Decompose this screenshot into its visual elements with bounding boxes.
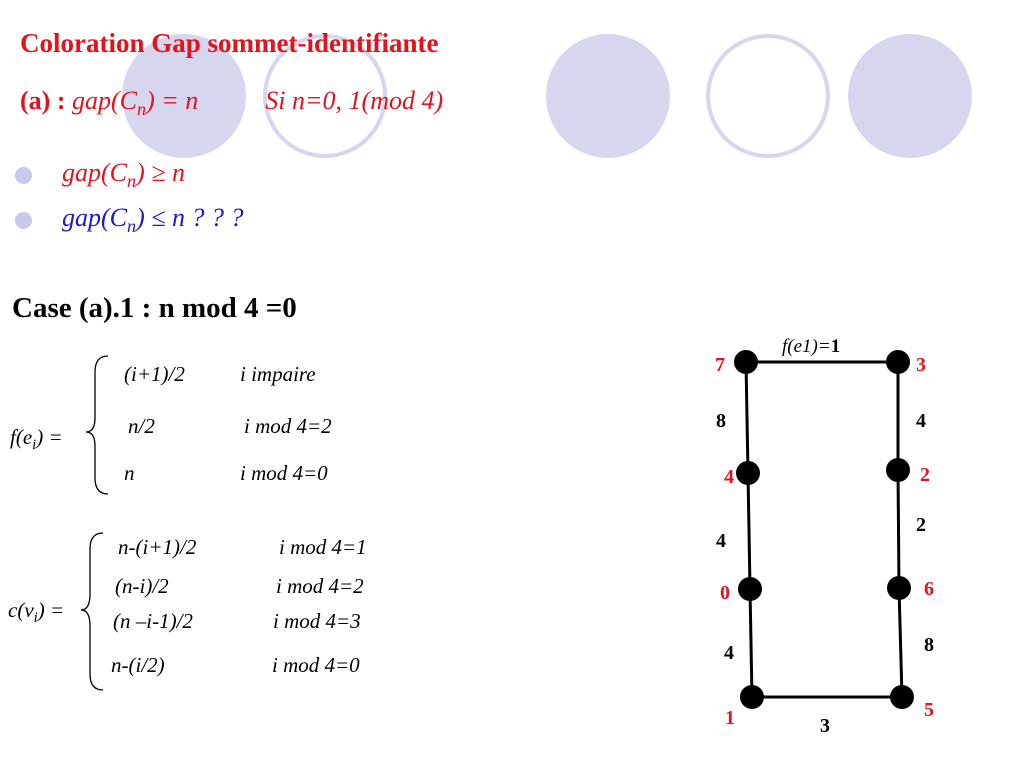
decor-circle-3 (848, 34, 972, 158)
bullet-upper-bound: gap(Cn) ≤ n ? ? ? (62, 203, 244, 237)
edge-label-left-1: 8 (716, 410, 726, 432)
edge-annotation: f(e1)=1 (782, 336, 840, 357)
f-def-lhs-sub: i (32, 437, 37, 454)
bullet-lower-bound: gap(Cn) ≥ n (62, 158, 185, 192)
bullet-marker-1 (15, 167, 32, 184)
vertex-bottom-left (740, 685, 764, 709)
decor-ring-2 (706, 34, 830, 158)
c-def-cond-2: i mod 4=2 (276, 574, 364, 598)
c-def-cond-3: i mod 4=3 (273, 609, 361, 633)
vertex-top-left (734, 350, 758, 374)
f-def-expr-2: n/2 (128, 414, 155, 438)
f-def-lhs-post: ) = (36, 425, 63, 449)
decor-ring-1 (263, 34, 387, 158)
vertex-right-lower (887, 576, 911, 600)
f-def-lhs-pre: f(e (10, 425, 33, 449)
decor-circle-1 (122, 34, 246, 158)
vertex-top-right (886, 350, 910, 374)
bullet-2-pre: gap(C (62, 203, 127, 232)
vertex-left-lower (738, 577, 762, 601)
f-def-expr-3: n (124, 461, 135, 485)
bullet-2-post: ) ≤ n ? ? ? (136, 203, 244, 232)
edge-right-3 (897, 587, 904, 698)
c-def-cond-1: i mod 4=1 (279, 535, 367, 559)
vertex-label-top-left: 7 (715, 354, 725, 376)
edge-label-right-3: 8 (924, 634, 934, 656)
edge-label-left-2: 4 (716, 530, 726, 552)
edge-annotation-value: 1 (831, 336, 841, 357)
vertex-label-bottom-right: 5 (924, 699, 934, 721)
subtitle-label: (a) : (20, 86, 66, 115)
c-def-expr-3: (n –i-1)/2 (113, 609, 193, 633)
bullet-2-sub: n (127, 216, 137, 237)
edge-left-2 (746, 472, 752, 590)
slide-subtitle: (a) : gap(Cn) = n Si n=0, 1(mod 4) (20, 86, 443, 120)
bullet-1-pre: gap(C (62, 158, 127, 187)
vertex-label-right-upper: 2 (920, 464, 930, 486)
slide-title: Coloration Gap sommet-identifiante (20, 28, 439, 58)
edge-label-right-2: 2 (916, 514, 926, 536)
f-def-lhs: f(ei) = (10, 425, 63, 454)
c-def-lhs-pre: c(v (8, 598, 34, 622)
c-def-lhs-sub: i (33, 610, 38, 627)
f-def-cond-2: i mod 4=2 (244, 414, 332, 438)
c-def-cond-4: i mod 4=0 (272, 653, 360, 677)
vertex-right-upper (886, 458, 910, 482)
edge-label-left-3: 4 (724, 642, 734, 664)
vertex-bottom-right (890, 685, 914, 709)
edge-label-right-1: 4 (916, 410, 926, 432)
f-def-cond-3: i mod 4=0 (240, 461, 328, 485)
vertex-label-top-right: 3 (916, 354, 926, 376)
edge-label-bottom: 3 (820, 715, 830, 737)
vertex-label-bottom-left: 1 (725, 707, 735, 729)
c-def-lhs-post: ) = (37, 598, 65, 622)
f-def-cond-1: i impaire (240, 362, 316, 386)
subtitle-condition: Si n=0, 1(mod 4) (265, 86, 444, 115)
c-def-expr-1: n-(i+1)/2 (118, 535, 197, 559)
edge-annotation-prefix: f(e1)= (782, 336, 831, 357)
c-def-brace (80, 532, 104, 691)
bullet-marker-2 (15, 212, 32, 229)
c-def-expr-2: (n-i)/2 (115, 574, 169, 598)
vertex-label-left-upper: 4 (724, 466, 734, 488)
c-def-lhs: c(vi) = (8, 598, 64, 627)
vertex-label-right-lower: 6 (924, 578, 934, 600)
f-def-brace (85, 355, 109, 495)
subtitle-formula-sub: n (136, 99, 147, 120)
case-heading: Case (a).1 : n mod 4 =0 (12, 292, 297, 324)
c-def-expr-4: n-(i/2) (111, 653, 165, 677)
decor-circle-2 (546, 34, 670, 158)
vertex-label-left-lower: 0 (720, 582, 730, 604)
edge-left-3 (748, 588, 754, 698)
vertex-left-upper (736, 461, 760, 485)
subtitle-formula: gap(C (71, 86, 137, 115)
subtitle-formula-rest: ) = n (146, 86, 199, 115)
edge-left-1 (744, 361, 750, 474)
bullet-1-post: ) ≥ n (136, 158, 186, 187)
bullet-1-sub: n (127, 171, 137, 192)
edge-right-2 (896, 469, 901, 589)
f-def-expr-1: (i+1)/2 (124, 362, 185, 386)
